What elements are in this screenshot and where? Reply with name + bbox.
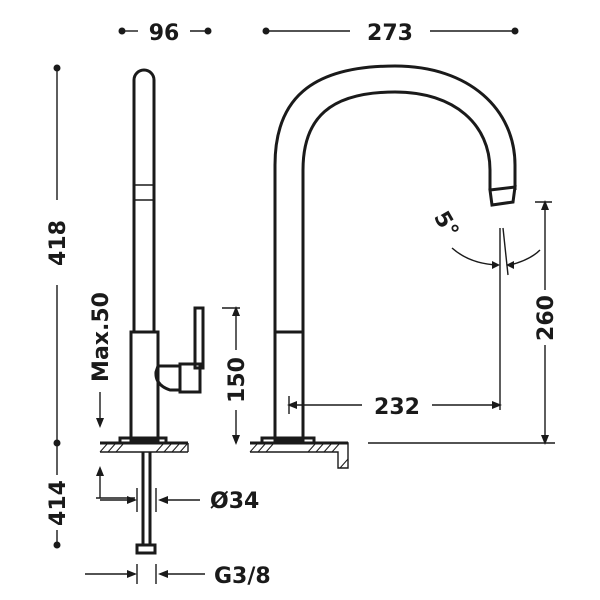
front-view (249, 64, 517, 469)
front-view-body (273, 330, 305, 442)
dim-angle: 5° (428, 207, 463, 242)
dim-lever-height: 150 (225, 357, 250, 403)
front-view-nozzle (488, 185, 517, 207)
dim-reach: 273 (367, 21, 413, 46)
dim-spout-height: 260 (534, 295, 559, 341)
side-view-handle-stem (193, 306, 205, 370)
side-view-lever (154, 364, 182, 392)
dim-thread: G3/8 (214, 564, 271, 589)
side-view-body (129, 330, 160, 442)
dim-side-width: 96 (149, 21, 180, 46)
dim-max-counter: Max.50 (89, 292, 114, 382)
side-view (99, 68, 205, 555)
dim-total-height: 418 (46, 220, 71, 266)
front-view-counter (250, 442, 349, 469)
dim-shank-diameter: Ø34 (210, 489, 259, 514)
flow-angle-line (502, 227, 509, 276)
side-view-connector (135, 543, 157, 555)
front-view-counter-hatch (249, 442, 349, 469)
dim-spout-reach: 232 (374, 395, 420, 420)
side-view-handle (178, 362, 202, 394)
dimension-lines (53, 27, 555, 584)
side-view-spout (132, 68, 156, 332)
front-view-spout-inner (301, 90, 492, 332)
front-view-spout-outer (273, 64, 517, 332)
dim-below-counter: 414 (46, 480, 71, 526)
side-view-counter-hatch (99, 442, 189, 453)
